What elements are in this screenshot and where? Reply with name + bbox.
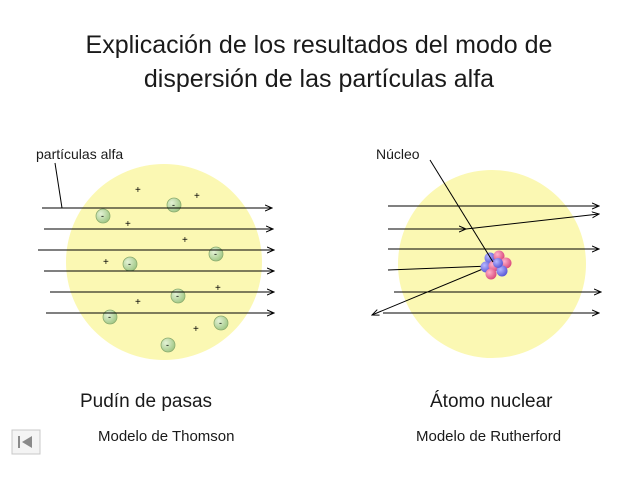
rutherford-model: [372, 159, 601, 358]
electron-sign: -: [128, 259, 131, 269]
electron-sign: -: [214, 249, 217, 259]
alpha-particles-pointer: [54, 162, 63, 209]
alpha-particles-label: partículas alfa: [36, 146, 124, 162]
electron: -: [102, 309, 118, 325]
nucleus-pointer: [429, 159, 494, 263]
rutherford-alpha-particle-paths: [372, 206, 601, 315]
alpha-particle-deflected-path: [465, 214, 599, 230]
electron: -: [166, 197, 182, 213]
electron-sign: -: [101, 211, 104, 221]
rutherford-model-name: Átomo nuclear: [430, 391, 553, 412]
electron-sign: -: [172, 200, 175, 210]
slide-title-line-1: Explicación de los resultados del modo d…: [85, 31, 553, 59]
slide-title: Explicación de los resultados del modo d…: [0, 28, 638, 96]
electron: -: [208, 246, 224, 262]
neutron: [493, 258, 503, 268]
alpha-particle-backscatter-path: [372, 265, 491, 315]
neutron: [496, 265, 508, 277]
positive-charge: +: [182, 235, 188, 246]
alpha-particle-backscatter-path: [387, 266, 490, 271]
nucleus: [480, 250, 512, 280]
thomson-atom-sphere: [66, 164, 262, 360]
positive-charge: +: [135, 297, 141, 308]
electron: -: [160, 337, 176, 353]
positive-charge: +: [215, 283, 221, 294]
positive-charge: +: [125, 219, 131, 230]
electron: -: [170, 288, 186, 304]
electron: -: [122, 256, 138, 272]
positive-charge: +: [193, 324, 199, 335]
electron-sign: -: [219, 318, 222, 328]
thomson-model-subtitle: Modelo de Thomson: [98, 428, 235, 445]
positive-charge: +: [194, 191, 200, 202]
electron-sign: -: [176, 291, 179, 301]
slide-title-line-2: dispersión de las partículas alfa: [143, 65, 495, 93]
proton: [485, 268, 497, 280]
first-slide-icon[interactable]: [11, 429, 41, 455]
rutherford-model-subtitle: Modelo de Rutherford: [416, 428, 562, 445]
thomson-alpha-particle-paths: [38, 208, 274, 313]
positive-charge: +: [135, 185, 141, 196]
thomson-model-name: Pudín de pasas: [80, 391, 213, 412]
nucleus-label: Núcleo: [376, 146, 420, 162]
positive-charge: +: [103, 257, 109, 268]
electron: -: [213, 315, 229, 331]
electron-sign: -: [108, 312, 111, 322]
electron: -: [95, 208, 111, 224]
electron-sign: -: [166, 340, 169, 350]
thomson-positive-charges: + + + + + + + +: [103, 185, 221, 335]
thomson-model: + + + + + + + + - - - -: [38, 162, 274, 360]
